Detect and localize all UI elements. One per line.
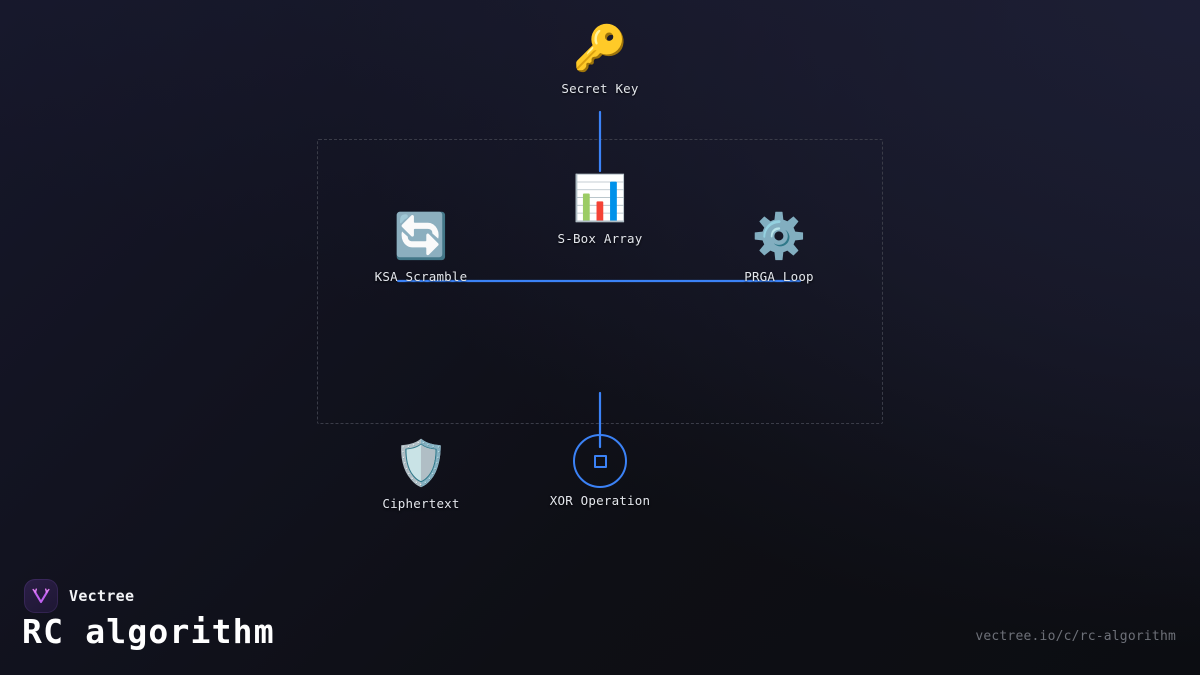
gear-icon: ⚙️ (751, 211, 807, 262)
footer-url: vectree.io/c/rc-algorithm (975, 629, 1176, 644)
node-label-secret-key: Secret Key (561, 81, 639, 96)
node-ksa-scramble[interactable]: 🔄 KSA Scramble (326, 211, 516, 285)
brand-row: Vectree (24, 579, 134, 613)
node-label-prga-loop: PRGA Loop (744, 269, 814, 284)
node-label-ciphertext: Ciphertext (382, 496, 460, 511)
vectree-logo-icon (24, 579, 58, 613)
node-label-ksa-scramble: KSA Scramble (374, 269, 468, 284)
brand-name: Vectree (69, 587, 135, 605)
node-s-box-array[interactable]: 📊 S-Box Array (505, 173, 695, 247)
node-ciphertext[interactable]: 🛡️ Ciphertext (326, 438, 516, 512)
footer: Vectree RC algorithm vectree.io/c/rc-alg… (0, 557, 1200, 675)
circle-square-icon (573, 434, 627, 488)
node-label-s-box-array: S-Box Array (557, 231, 643, 246)
shield-icon: 🛡️ (393, 438, 449, 489)
page-title: RC algorithm (22, 612, 275, 651)
xor-inner-square (593, 454, 607, 468)
node-secret-key[interactable]: 🔑 Secret Key (505, 23, 695, 97)
bar-chart-icon: 📊 (572, 173, 628, 224)
node-prga-loop[interactable]: ⚙️ PRGA Loop (684, 211, 874, 285)
vectree-logo-glyph (32, 588, 50, 604)
repeat-icon: 🔄 (393, 211, 449, 262)
node-xor-operation[interactable]: XOR Operation (505, 434, 695, 508)
node-label-xor-operation: XOR Operation (549, 493, 651, 508)
key-icon: 🔑 (572, 23, 628, 74)
